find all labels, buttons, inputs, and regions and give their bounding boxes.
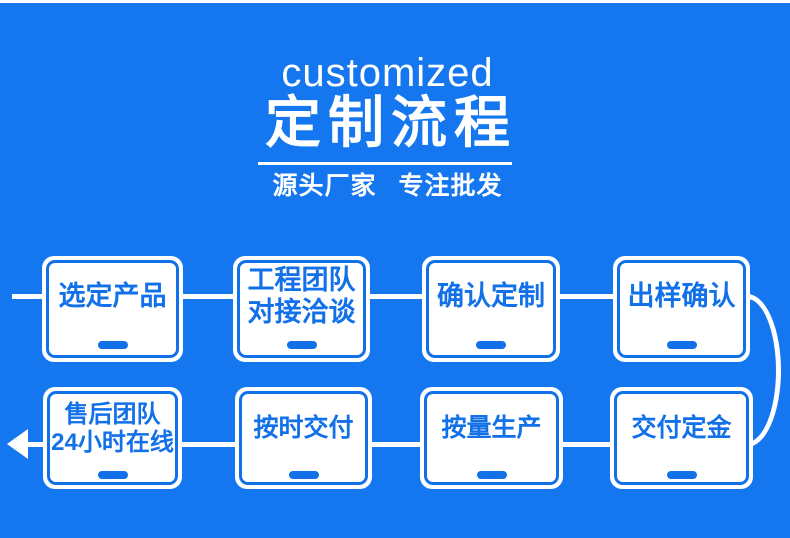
flow-step-sample-confirmation: 出样确认 (613, 256, 750, 362)
flow-step-engineering-team-negotiation: 工程团队 对接洽谈 (233, 256, 370, 362)
step-label: 出样确认 (627, 281, 736, 312)
flow-line (182, 442, 237, 447)
page-title: 定制流程 (265, 91, 517, 154)
step-underline (97, 471, 128, 479)
flow-line (563, 442, 612, 447)
flow-line (26, 442, 46, 447)
step-label: 售后团队 24小时在线 (51, 400, 174, 456)
step-underline (476, 341, 506, 349)
subtitle: 源头厂家 专注批发 (272, 172, 503, 200)
step-underline (476, 471, 507, 479)
title-divider (258, 162, 512, 165)
step-label: 选定产品 (58, 281, 167, 312)
flow-line (183, 294, 235, 299)
left-arrowhead-icon (7, 429, 28, 459)
step-underline (666, 471, 697, 479)
step-underline (288, 471, 319, 479)
step-border (426, 260, 556, 358)
step-underline (666, 341, 697, 349)
flow-line (560, 294, 615, 299)
step-underline (97, 341, 128, 349)
step-label: 按时交付 (253, 414, 354, 443)
step-label: 交付定金 (631, 414, 732, 443)
step-border (46, 260, 179, 358)
step-label: 工程团队 对接洽谈 (247, 265, 356, 327)
step-border (424, 391, 559, 485)
top-white-margin (0, 0, 790, 3)
flow-step-deposit-payment: 交付定金 (610, 387, 753, 489)
step-border (47, 391, 178, 485)
flow-step-select-product: 选定产品 (42, 256, 183, 362)
flow-line (12, 294, 45, 299)
flow-step-volume-production: 按量生产 (420, 387, 563, 489)
step-border (617, 260, 746, 358)
flow-step-after-sales-team: 售后团队 24小时在线 (43, 387, 182, 489)
step-border (239, 391, 368, 485)
flow-step-confirm-customization: 确认定制 (422, 256, 560, 362)
step-underline (286, 341, 317, 349)
eyebrow-title: customized (281, 51, 494, 95)
flow-step-on-time-delivery: 按时交付 (235, 387, 372, 489)
step-border (237, 260, 366, 358)
flow-line (370, 294, 424, 299)
step-border (614, 391, 749, 485)
step-label: 确认定制 (437, 281, 545, 312)
step-label: 按量生产 (441, 414, 542, 443)
flow-line (372, 442, 422, 447)
